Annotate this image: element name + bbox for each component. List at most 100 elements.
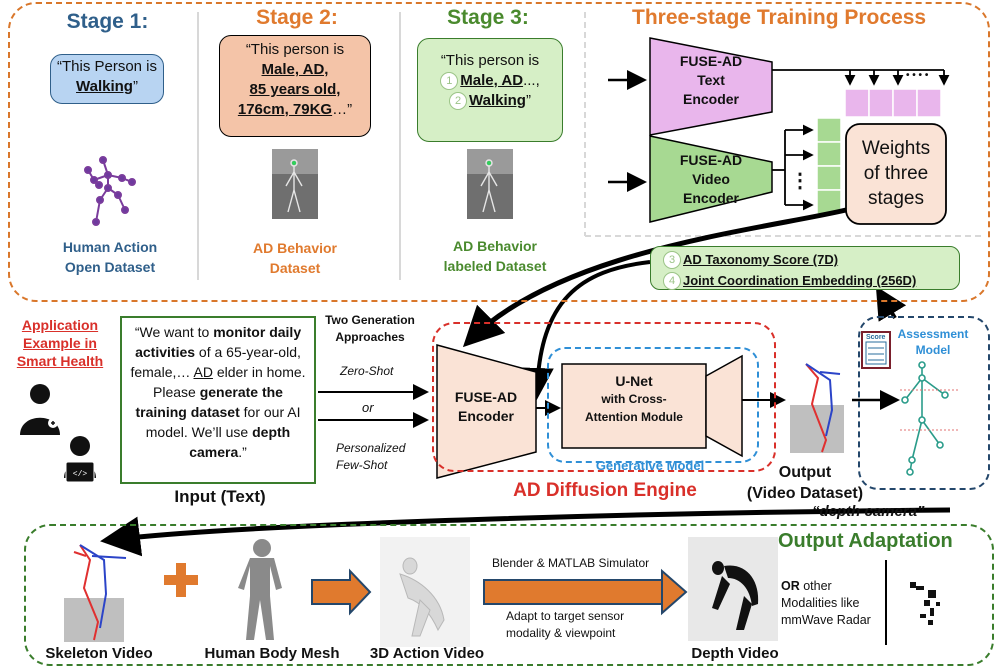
stage3-caption-line1: AD Behavior	[452, 238, 538, 254]
stage1-prompt-bubble: “This Person is Walking”	[50, 54, 164, 104]
stage2-caption-line1: AD Behavior	[252, 240, 338, 256]
video-encoder-line1: FUSE-AD	[679, 152, 743, 168]
adapt-label: Adapt to target sensor modality & viewpo…	[506, 608, 624, 642]
text-encoder-label: FUSE-AD Text Encoder	[650, 52, 772, 109]
stage2-line1: Male, AD,	[261, 61, 329, 78]
stage2-caption: AD Behavior Dataset	[220, 238, 370, 278]
embedding-dots-h: • • • •	[906, 70, 929, 81]
engine-encoder-line1: FUSE-AD	[454, 389, 518, 405]
mmwave-radar-image	[910, 582, 940, 625]
human-body-mesh-image	[238, 539, 282, 640]
few-shot-label: Personalized Few-Shot	[336, 440, 405, 474]
few-shot-line2: Few-Shot	[336, 458, 388, 472]
unet-label: U-Net with Cross- Attention Module	[562, 372, 706, 426]
svg-text:</>: </>	[73, 470, 88, 479]
unet-line1: U-Net	[615, 373, 653, 389]
application-line2: Example in	[23, 335, 97, 351]
assessment-line1: Assessment	[897, 327, 969, 341]
stage1-caption-line2: Open Dataset	[64, 259, 156, 275]
depth-image-stage2	[272, 149, 318, 219]
stick-figure-icon	[84, 156, 136, 226]
approaches-line1: Two Generation	[325, 313, 415, 327]
3d-action-label: 3D Action Video	[369, 645, 485, 662]
doctor-icon	[20, 384, 60, 435]
weights-box	[845, 123, 947, 225]
application-label: Application Example in Smart Health	[8, 316, 112, 370]
weights-line1: Weights	[861, 138, 931, 159]
stage1-quote-post: ”	[132, 78, 138, 95]
diffusion-engine-panel	[432, 322, 776, 472]
application-line1: Application	[21, 317, 99, 333]
output-label: Output (Video Dataset)	[740, 462, 870, 504]
prompt-p1: “We want to	[134, 324, 214, 340]
text-embedding-vector	[844, 88, 942, 118]
stage2-quote-pre: “This person is	[245, 41, 345, 58]
embedding-dots-v: ⋮	[790, 170, 810, 192]
stage3-num2: 2	[449, 92, 468, 110]
stage3-title: Stage 3:	[447, 6, 529, 29]
generative-model-panel	[547, 347, 759, 463]
output-skeleton-image	[790, 363, 844, 453]
prompt-u1: AD	[193, 364, 213, 380]
weights-line3: stages	[868, 188, 924, 209]
zero-shot-label: Zero-Shot	[340, 364, 394, 378]
outputs-num3: 3	[663, 251, 681, 269]
programmer-icon: </>	[64, 436, 96, 483]
stage2-line3: 176cm, 79KG	[237, 101, 333, 118]
video-encoder-shape	[649, 135, 773, 223]
text-encoder-line3: Encoder	[682, 91, 739, 107]
or-bold: OR	[781, 579, 800, 593]
weights-label: Weights of three stages	[846, 136, 946, 211]
text-encoder-shape	[649, 37, 773, 136]
skeleton-video-label: Skeleton Video	[45, 645, 153, 662]
approaches-title: Two Generation Approaches	[320, 312, 420, 346]
stage1-title: Stage 1:	[66, 10, 149, 33]
stage3-caption-line2: labeled Dataset	[443, 258, 547, 274]
engine-title: AD Diffusion Engine	[513, 480, 697, 501]
stage2-prompt-bubble: “This person is Male, AD, 85 years old, …	[219, 35, 371, 137]
outputs-line2: Joint Coordination Embedding (256D)	[683, 273, 917, 288]
body-mesh-label: Human Body Mesh	[204, 645, 340, 662]
assessment-model-panel	[858, 316, 990, 490]
stage3-line2: Walking	[469, 92, 526, 109]
few-shot-line1: Personalized	[336, 441, 406, 455]
adaptation-title: Output Adaptation	[778, 530, 953, 552]
assessment-skeleton-icon	[901, 361, 949, 476]
text-encoder-line2: Text	[697, 72, 725, 88]
stage3-line1-post: ...,	[523, 72, 540, 89]
fuse-ad-encoder-shape	[436, 344, 537, 479]
approaches-line2: Approaches	[335, 330, 405, 344]
outputs-line1: AD Taxonomy Score (7D)	[683, 252, 839, 267]
training-process-panel	[8, 2, 990, 302]
simulator-label: Blender & MATLAB Simulator	[492, 556, 650, 570]
plus-icon	[164, 563, 198, 597]
skeleton-video-image	[64, 544, 127, 642]
unet-line3: Attention Module	[585, 410, 683, 424]
text-encoder-line1: FUSE-AD	[679, 53, 743, 69]
stage1-caption: Human Action Open Dataset	[40, 237, 180, 277]
prompt-p4: for our AI model. We’ll use	[145, 404, 301, 440]
stage2-caption-line2: Dataset	[269, 260, 321, 276]
or-line3: mmWave Radar	[781, 613, 871, 627]
or-line1: other	[799, 579, 832, 593]
video-encoder-line2: Video	[692, 171, 730, 187]
engine-encoder-line2: Encoder	[457, 408, 514, 424]
stage3-caption: AD Behavior labeled Dataset	[420, 236, 570, 276]
engine-encoder-label: FUSE-AD Encoder	[437, 388, 535, 426]
prompt-p5: .”	[238, 444, 247, 460]
stage2-title: Stage 2:	[256, 6, 338, 29]
outputs-num4: 4	[663, 272, 681, 290]
stage3-num1: 1	[440, 72, 459, 90]
training-title: Three-stage Training Process	[632, 6, 927, 29]
score-label: Score	[866, 334, 886, 341]
stage3-quote-post: ”	[525, 92, 531, 109]
prompt-b3: depth camera	[189, 424, 291, 460]
prompt-box: “We want to monitor daily activities of …	[120, 316, 316, 484]
output-adaptation-panel	[24, 524, 994, 666]
video-encoder-line3: Encoder	[682, 190, 739, 206]
unet-line2: with Cross-	[601, 392, 667, 406]
assessment-label: Assessment Model	[888, 326, 978, 358]
